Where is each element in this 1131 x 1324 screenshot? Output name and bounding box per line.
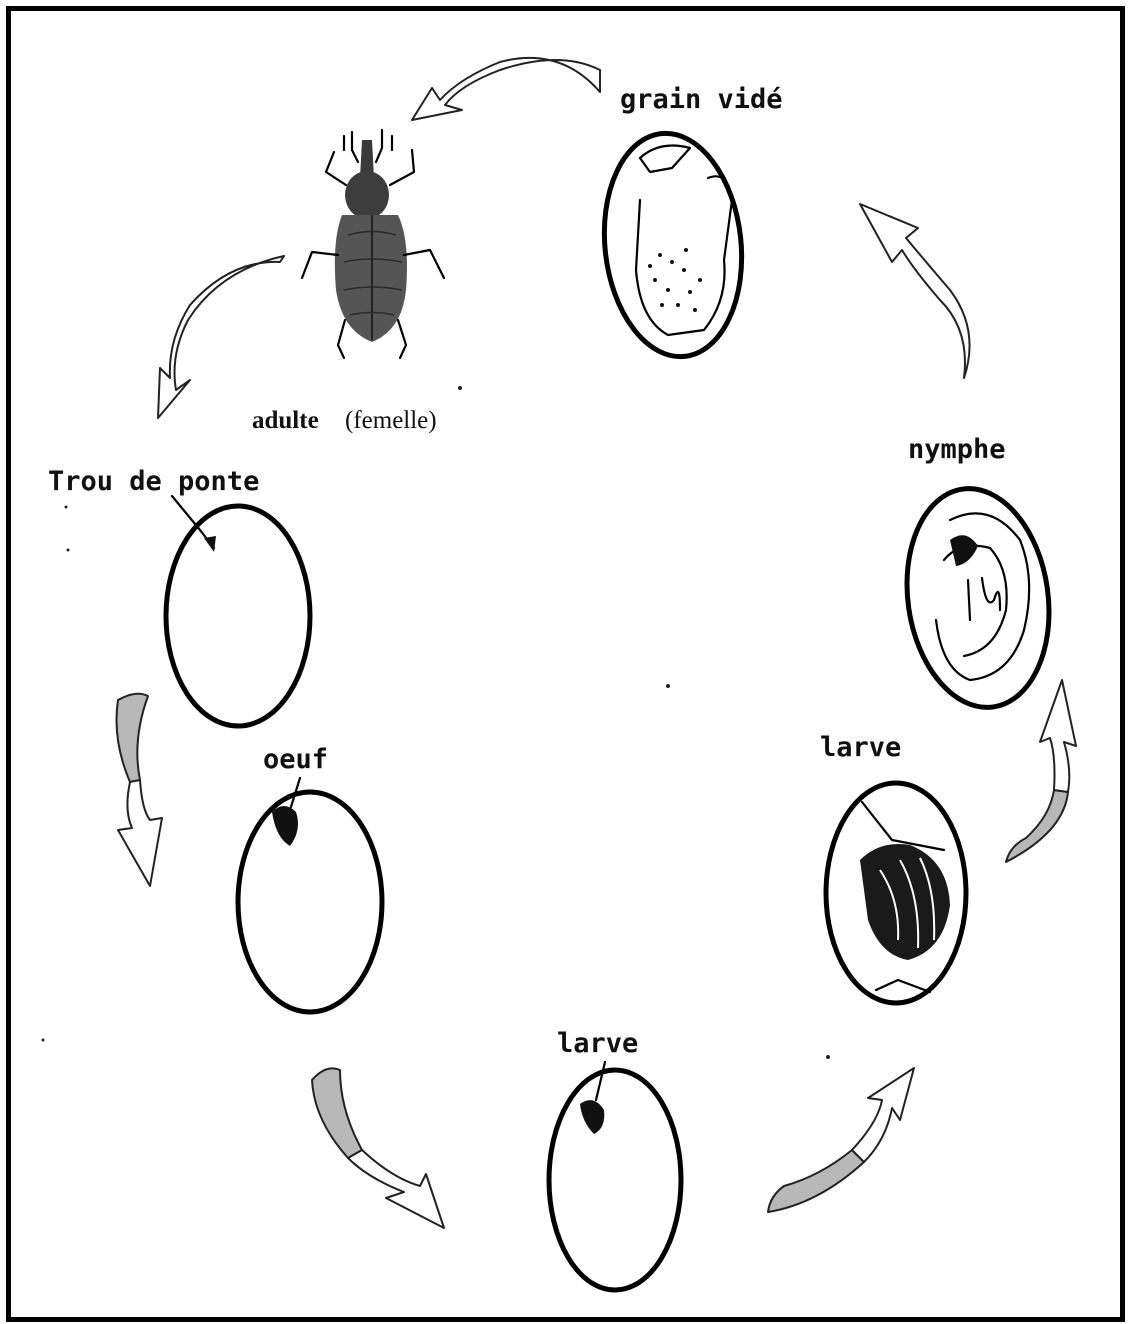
label-adulte-femelle: (femelle)	[345, 407, 437, 434]
grain-nymphe-icon	[893, 479, 1062, 716]
label-nymphe: nymphe	[908, 434, 1006, 465]
label-trou-de-ponte: Trou de ponte	[48, 466, 259, 497]
grain-oeuf-icon	[238, 778, 382, 1012]
grain-larve-right-icon	[826, 783, 966, 1003]
beetle-adult-icon	[302, 130, 444, 358]
label-adulte: adulte	[252, 407, 319, 434]
grain-larve-bottom-icon	[549, 1062, 681, 1290]
grain-trou-de-ponte-icon	[166, 496, 310, 726]
label-larve-bottom: larve	[557, 1028, 638, 1059]
label-oeuf: oeuf	[263, 744, 328, 775]
label-grain-vide: grain vidé	[620, 84, 783, 115]
label-larve-right: larve	[820, 732, 901, 763]
grain-vide-icon	[594, 127, 753, 364]
